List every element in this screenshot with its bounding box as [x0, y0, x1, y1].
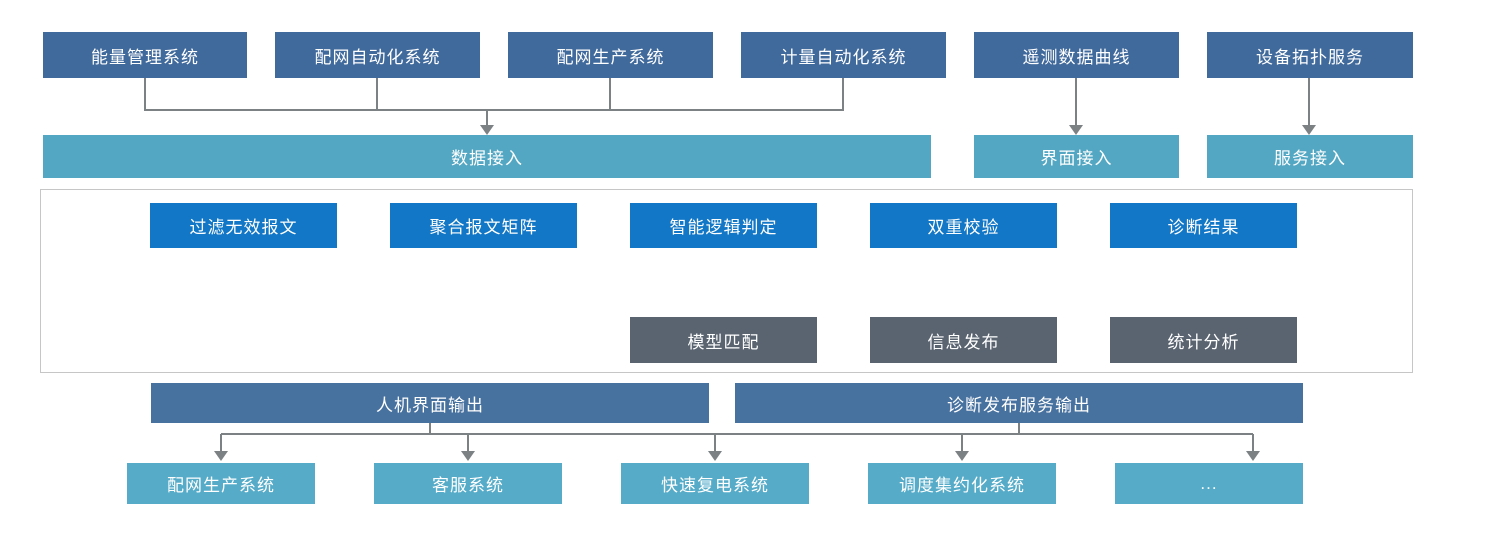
- node-consumer-dispatch-intensive-system: 调度集约化系统: [868, 463, 1056, 504]
- node-consumer-rapid-power-restoration-system: 快速复电系统: [621, 463, 809, 504]
- node-data-access: 数据接入: [43, 135, 931, 178]
- node-consumer-distribution-production-system: 配网生产系统: [127, 463, 315, 504]
- node-telemetry-data-curve: 遥测数据曲线: [974, 32, 1179, 78]
- node-service-access: 服务接入: [1207, 135, 1413, 178]
- node-distribution-production-system: 配网生产系统: [508, 32, 713, 78]
- node-metering-automation-system: 计量自动化系统: [741, 32, 946, 78]
- node-diagnosis-publish-service-output: 诊断发布服务输出: [735, 383, 1303, 423]
- node-ui-access: 界面接入: [974, 135, 1179, 178]
- node-aggregate-message-matrix: 聚合报文矩阵: [390, 203, 577, 248]
- node-consumer-customer-service-system: 客服系统: [374, 463, 562, 504]
- node-intelligent-logic-judgment: 智能逻辑判定: [630, 203, 817, 248]
- node-model-matching: 模型匹配: [630, 317, 817, 363]
- telemetry-arrow: [1069, 78, 1083, 135]
- node-distribution-automation-system: 配网自动化系统: [275, 32, 480, 78]
- node-hmi-output: 人机界面输出: [151, 383, 709, 423]
- node-device-topology-service: 设备拓扑服务: [1207, 32, 1413, 78]
- node-energy-management-system: 能量管理系统: [43, 32, 247, 78]
- node-filter-invalid-messages: 过滤无效报文: [150, 203, 337, 248]
- node-statistical-analysis: 统计分析: [1110, 317, 1297, 363]
- node-consumer-more: ...: [1115, 463, 1303, 504]
- topology-arrow: [1302, 78, 1316, 135]
- output-branch-connector: [214, 423, 1260, 461]
- node-information-publishing: 信息发布: [870, 317, 1057, 363]
- source-merge-connector: [144, 78, 844, 135]
- node-diagnosis-result: 诊断结果: [1110, 203, 1297, 248]
- node-double-verification: 双重校验: [870, 203, 1057, 248]
